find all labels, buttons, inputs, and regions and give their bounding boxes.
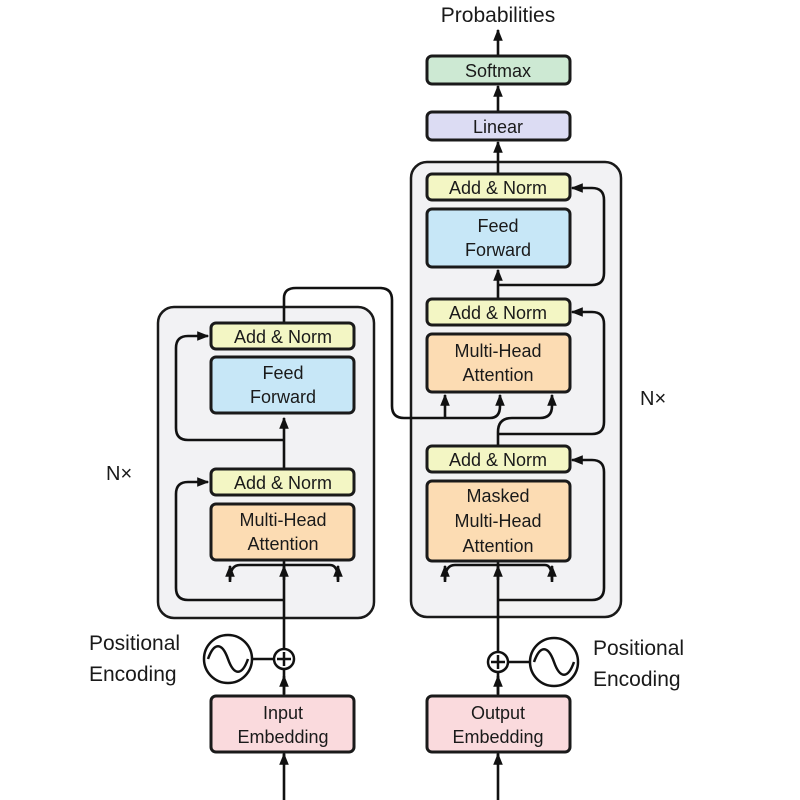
softmax-box [425, 54, 572, 86]
dec-add-norm-mid-label: Add & Norm [449, 303, 547, 323]
enc-add-norm-bottom [209, 467, 356, 497]
dec-cross-attn-line2: Attention [462, 365, 533, 385]
enc-ff-line1: Feed [262, 363, 303, 383]
dec-add-norm-top [425, 172, 572, 202]
enc-feed-forward [209, 355, 356, 415]
probabilities-label: Probabilities [441, 4, 555, 27]
output-embedding-line1: Output [471, 703, 525, 723]
plus-circle-icon [272, 647, 296, 671]
enc-mha-line1: Multi-Head [239, 510, 326, 530]
enc-ff-line2: Forward [250, 387, 316, 407]
dec-masked-line2: Multi-Head [454, 511, 541, 531]
dec-cross-attention [425, 332, 572, 394]
dec-add-norm-bottom [425, 444, 572, 474]
dec-add-norm-top-label: Add & Norm [449, 178, 547, 198]
encoder-stack [156, 305, 376, 620]
linear-label: Linear [473, 117, 523, 137]
enc-add-norm-top [209, 321, 356, 351]
softmax-label: Softmax [465, 61, 531, 81]
dec-repeat-label: N× [640, 388, 666, 410]
dec-ff-line1: Feed [477, 216, 518, 236]
sine-wave-icon [202, 633, 254, 685]
enc-add-norm-top-label: Add & Norm [234, 327, 332, 347]
dec-positional-line2: Encoding [593, 668, 681, 691]
decoder: Add & Norm Feed Forward Add & Norm Multi… [425, 172, 684, 800]
enc-positional-line1: Positional [89, 632, 180, 655]
enc-multi-head-attention [209, 502, 356, 562]
dec-masked-line3: Attention [462, 536, 533, 556]
dec-cross-attn-line1: Multi-Head [454, 341, 541, 361]
encoder: Add & Norm Feed Forward Add & Norm Multi… [89, 321, 356, 800]
connectors [174, 28, 606, 765]
dec-masked-line1: Masked [466, 486, 529, 506]
dec-positional-line1: Positional [593, 637, 684, 660]
output-embedding-line2: Embedding [452, 727, 543, 747]
input-embedding-line2: Embedding [237, 727, 328, 747]
enc-mha-line2: Attention [247, 534, 318, 554]
plus-circle-icon [486, 650, 510, 674]
enc-positional-line2: Encoding [89, 663, 177, 686]
enc-repeat-label: N× [106, 463, 132, 485]
dec-add-norm-mid [425, 297, 572, 327]
dec-feed-forward [425, 207, 572, 269]
sine-wave-icon [528, 636, 580, 688]
input-embedding-line1: Input [263, 703, 303, 723]
input-embedding-box [209, 694, 356, 754]
output-embedding-box [425, 694, 572, 754]
dec-add-norm-bottom-label: Add & Norm [449, 450, 547, 470]
linear-box [425, 110, 572, 142]
dec-ff-line2: Forward [465, 240, 531, 260]
enc-add-norm-bottom-label: Add & Norm [234, 473, 332, 493]
dec-masked-attention [425, 479, 572, 563]
